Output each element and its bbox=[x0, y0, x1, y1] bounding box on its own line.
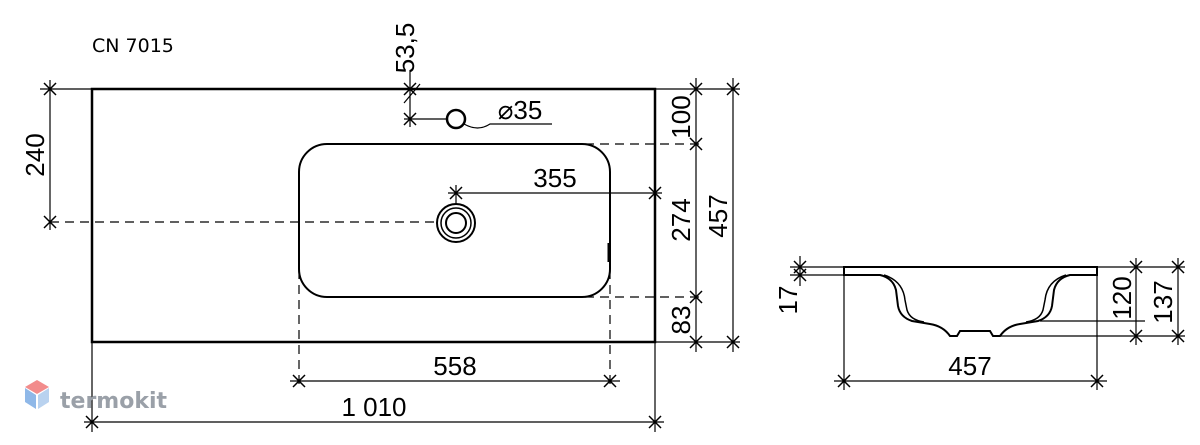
dim-depth: 457 bbox=[703, 194, 733, 237]
faucet-hole bbox=[445, 108, 467, 130]
dim-bowl-width: 558 bbox=[433, 351, 476, 381]
logo-icon-right bbox=[38, 388, 49, 409]
logo-text: termokit bbox=[60, 389, 167, 414]
dim-bowl-depth: 274 bbox=[666, 198, 696, 241]
dim-back-to-bowl: 100 bbox=[666, 95, 696, 138]
drain-outer bbox=[436, 203, 476, 243]
plan-view bbox=[40, 70, 740, 432]
dim-rim-thickness: 17 bbox=[773, 286, 803, 315]
countertop-outline bbox=[90, 87, 657, 344]
dim-overall-width: 1 010 bbox=[341, 392, 406, 422]
dim-faucet-hole-diameter: ⌀35 bbox=[498, 95, 543, 125]
basin-inner-profile-right bbox=[1025, 274, 1067, 323]
logo-icon-top bbox=[25, 380, 49, 394]
dim-drain-offset: 355 bbox=[533, 163, 576, 193]
basin-inner-profile bbox=[883, 274, 925, 323]
dim-drain-from-top: 240 bbox=[20, 133, 50, 176]
dim-section-width: 457 bbox=[948, 351, 991, 381]
dim-faucet-hole-offset: 53,5 bbox=[390, 23, 420, 74]
logo-icon-left bbox=[25, 388, 36, 409]
dim-bowl-to-front: 83 bbox=[666, 306, 696, 335]
faucet-hole-leader bbox=[463, 123, 552, 129]
dim-total-height: 137 bbox=[1148, 280, 1178, 323]
drain-middle bbox=[440, 207, 472, 239]
dim-bowl-height: 120 bbox=[1107, 276, 1137, 319]
termokit-logo: termokit bbox=[25, 380, 167, 414]
model-label: CN 7015 bbox=[92, 35, 174, 57]
basin-profile bbox=[843, 266, 1098, 337]
bowl-outline bbox=[298, 143, 611, 298]
drain-inner bbox=[445, 212, 467, 234]
section-view bbox=[790, 256, 1185, 390]
